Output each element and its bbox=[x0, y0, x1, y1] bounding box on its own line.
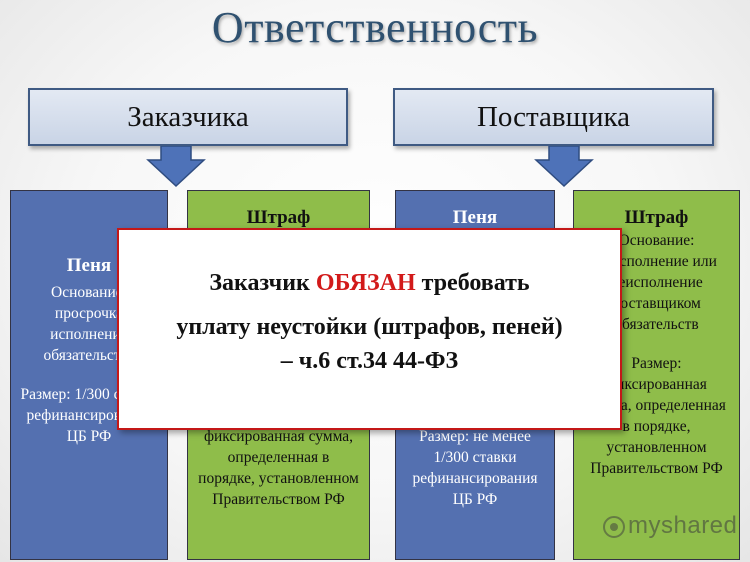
column-size: Размер: не менее 1/300 ставки рефинансир… bbox=[412, 428, 538, 508]
popup-line-3: – ч.6 ст.34 44-ФЗ bbox=[280, 348, 459, 374]
popup-line-2: уплату неустойки (штрафов, пеней) bbox=[176, 314, 563, 340]
obligation-popup: Заказчик ОБЯЗАН требовать уплату неустой… bbox=[117, 228, 622, 430]
slide-title: Ответственность bbox=[211, 3, 539, 52]
popup-line-1: Заказчик ОБЯЗАН требовать bbox=[209, 270, 530, 296]
column-title: Штраф bbox=[624, 207, 689, 228]
header-supplier-label: Поставщика bbox=[476, 100, 630, 133]
watermark: myshared bbox=[628, 512, 738, 539]
obligation-keyword: ОБЯЗАН bbox=[315, 270, 416, 296]
column-title: Пеня bbox=[66, 255, 112, 276]
down-arrow-icon bbox=[534, 146, 594, 188]
header-customer-label: Заказчика bbox=[127, 100, 249, 133]
column-basis: Основание: неисполнение или неисполнение… bbox=[596, 232, 717, 333]
column-title: Штраф bbox=[246, 207, 311, 228]
watermark-logo-icon bbox=[603, 516, 625, 538]
column-size: фиксированная сумма, определенная в поря… bbox=[198, 428, 359, 508]
column-title: Пеня bbox=[452, 207, 498, 228]
header-customer: Заказчика bbox=[28, 88, 348, 146]
down-arrow-icon bbox=[146, 146, 206, 188]
header-supplier: Поставщика bbox=[393, 88, 714, 146]
column-basis: Основание: просрочка исполнения обязател… bbox=[43, 284, 135, 364]
